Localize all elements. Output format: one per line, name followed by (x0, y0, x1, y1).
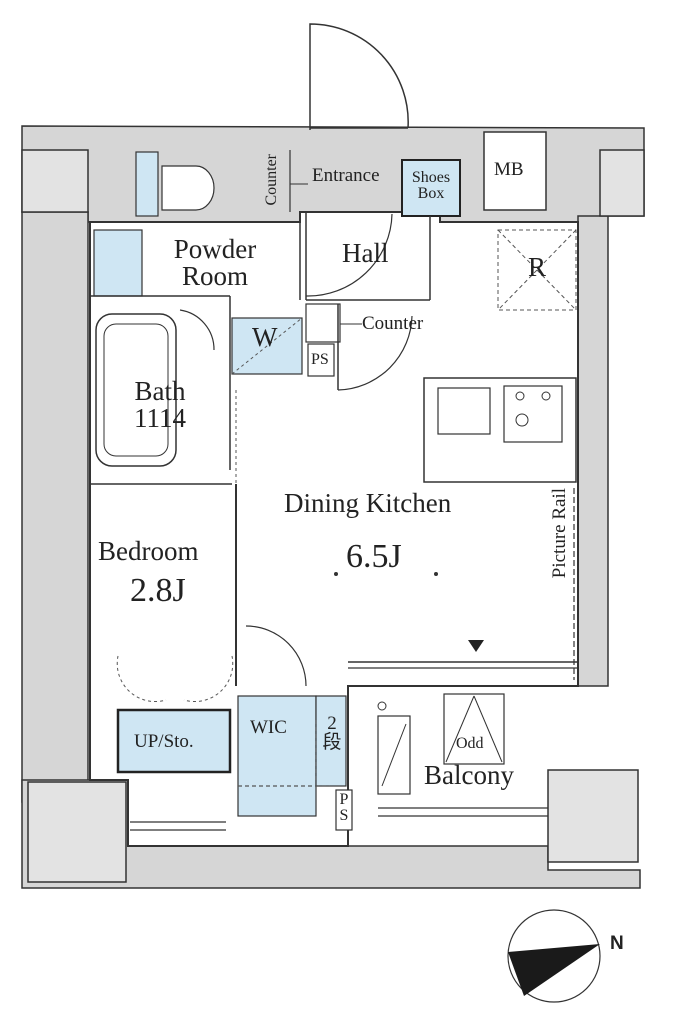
counter-box (305, 303, 341, 343)
counter-label: Counter (362, 313, 424, 334)
odd-label: Odd (456, 735, 484, 752)
toilet-bowl (161, 165, 215, 211)
column-bottom-left (27, 781, 127, 883)
wic-label: WIC (250, 717, 287, 738)
entrance-label: Entrance (312, 165, 380, 186)
wic-door (245, 625, 307, 687)
column-bottom-right (547, 769, 639, 863)
powder-line1: Powder (173, 234, 257, 264)
shelf-2: 2 (327, 713, 337, 734)
closet-door-right (183, 655, 234, 703)
wic-shelf (315, 695, 347, 787)
counter-vertical-label: Counter (263, 154, 280, 206)
sink-cabinet (93, 229, 143, 297)
shoes-box (401, 159, 461, 217)
ps-upper-label: PS (311, 351, 329, 368)
ps-upper-box (307, 343, 335, 377)
closet-door-left (116, 655, 167, 703)
shelf-label: 2 段 (318, 714, 346, 752)
bath-label: Bath 1114 (112, 378, 208, 432)
odd-unit (443, 693, 505, 765)
mb-box (483, 131, 547, 211)
bath-size: 1114 (134, 403, 186, 433)
mb-label: MB (494, 159, 524, 180)
ps-lower-label: P S (336, 792, 352, 824)
shoes-box-label: Shoes Box (403, 170, 459, 202)
interior-floor (89, 211, 579, 847)
bedroom-area: 2.8J (130, 572, 186, 609)
bedroom-label: Bedroom (98, 536, 199, 566)
picture-rail-label: Picture Rail (549, 488, 570, 579)
compass-north-label: N (610, 933, 624, 954)
compass-icon (507, 909, 601, 1003)
bathtub (95, 313, 177, 467)
shoes-line1: Shoes (411, 169, 451, 186)
entrance-door (309, 23, 409, 130)
balcony-label: Balcony (424, 760, 514, 790)
outer-wall-right (577, 215, 609, 687)
toilet-tank (135, 151, 159, 217)
window-marker (468, 640, 484, 652)
dining-kitchen-area: 6.5J (346, 538, 402, 575)
w-label: W (252, 322, 278, 352)
powder-room-label: Powder Room (160, 236, 270, 290)
hall-label: Hall (342, 238, 389, 268)
shoes-line2: Box (417, 185, 445, 202)
outer-wall-left (21, 211, 89, 803)
kitchen-sink (437, 387, 491, 435)
bath-title: Bath (134, 376, 186, 406)
powder-line2: Room (181, 261, 248, 291)
kitchen-stove (503, 385, 563, 443)
upsto-label: UP/Sto. (134, 731, 194, 752)
dining-kitchen-label: Dining Kitchen (284, 488, 452, 518)
refrigerator-label: R (528, 252, 547, 282)
ps-lower-box (335, 789, 353, 831)
upsto-box (116, 708, 232, 774)
ps-lower-s: S (339, 807, 349, 824)
dk-door (337, 315, 413, 391)
column-top-left (21, 149, 89, 213)
shelf-dan: 段 (322, 732, 342, 753)
column-top-right (599, 149, 645, 217)
bath-door (179, 309, 215, 351)
ps-lower-p: P (339, 791, 349, 808)
wic-area (237, 695, 317, 817)
hall-door (305, 213, 393, 297)
